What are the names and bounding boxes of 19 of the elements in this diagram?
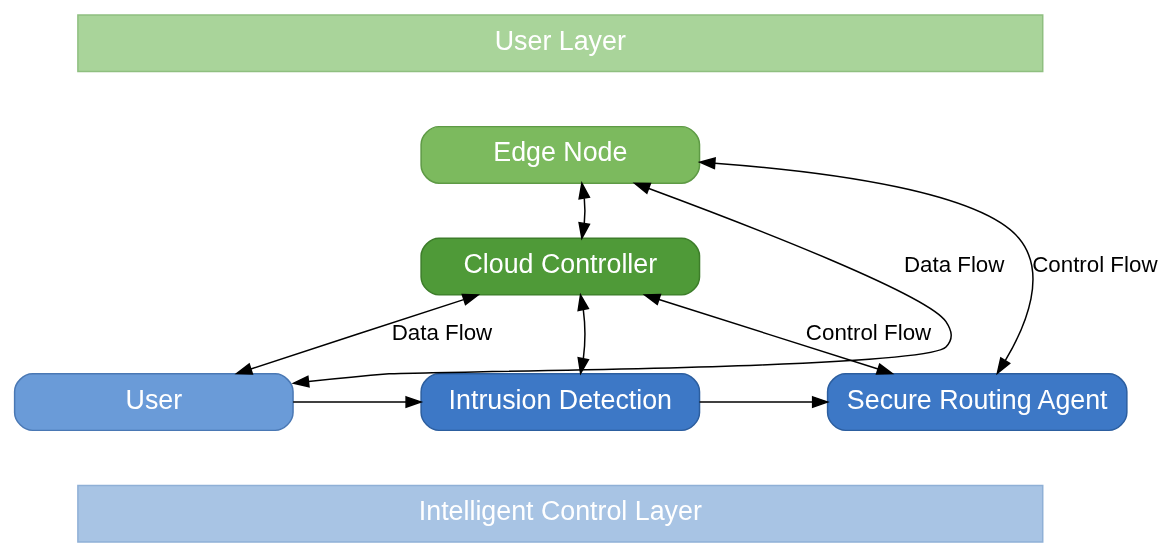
arrow <box>234 293 481 375</box>
node-box: Cloud Controller <box>420 237 701 296</box>
arrow <box>642 293 895 375</box>
node-box: Intelligent Control Layer <box>77 484 1044 543</box>
edge-label: Control Flow <box>805 319 932 345</box>
arrow <box>698 395 830 408</box>
arrow <box>577 292 590 376</box>
edge-label: Data Flow <box>903 251 1005 277</box>
arrow <box>697 156 1034 375</box>
node-box: User <box>13 372 294 431</box>
arrow <box>291 181 952 388</box>
node-box: User Layer <box>77 13 1044 72</box>
node-box: Intrusion Detection <box>420 372 701 431</box>
edge-label: Data Flow <box>391 319 493 345</box>
node-box: Secure Routing Agent <box>826 372 1128 431</box>
edge-label: Control Flow <box>1032 251 1158 277</box>
node-box: Edge Node <box>420 125 701 184</box>
arrow <box>292 395 424 408</box>
arrow <box>578 180 591 240</box>
